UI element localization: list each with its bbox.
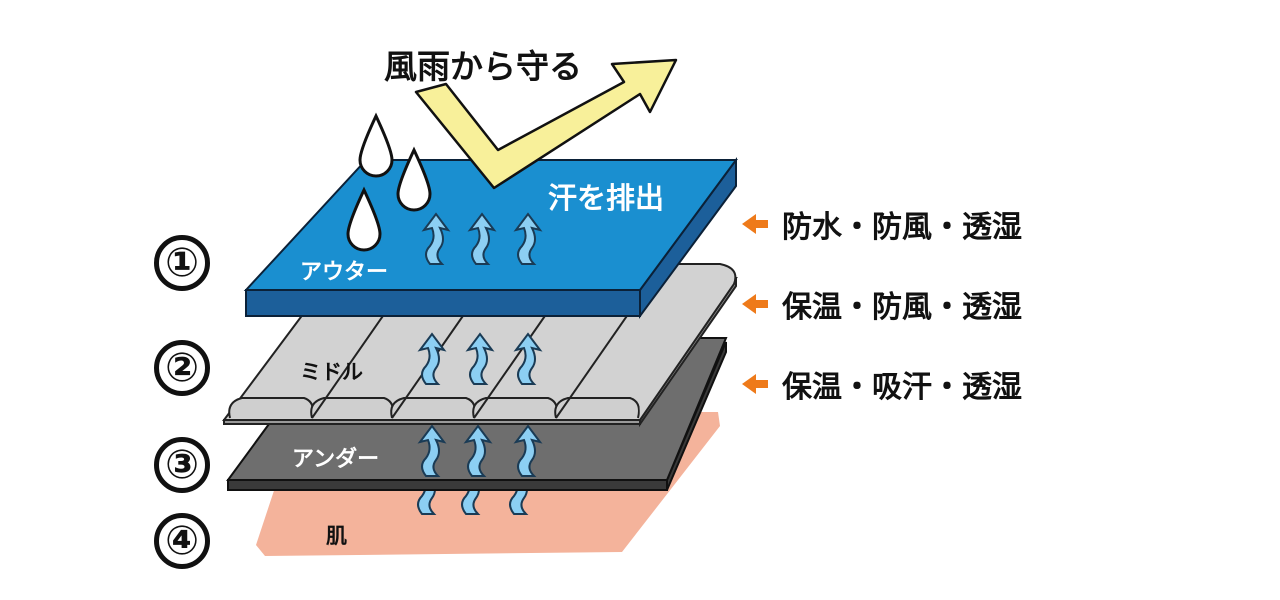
skin-label: 肌: [326, 524, 347, 548]
outer-layer-label: アウター: [300, 260, 389, 285]
arrow-left-icon: [742, 294, 756, 314]
under-layer-label: アンダー: [292, 447, 380, 472]
arrow-shaft: [756, 380, 768, 388]
under-property: 保温・吸汗・透湿: [742, 362, 1022, 406]
arrow-left-icon: [742, 374, 756, 394]
wind-rain-deflect-arrow: [414, 58, 678, 190]
arrow-shaft: [756, 300, 768, 308]
middle-property: 保温・防風・透湿: [742, 282, 1022, 326]
diagram-title: 風雨から守る: [384, 47, 582, 86]
layer-number-1: ①: [154, 235, 210, 291]
middle-property-text: 保温・防風・透湿: [782, 290, 1022, 325]
under-property-text: 保温・吸汗・透湿: [782, 370, 1022, 405]
layer-number-4: ④: [154, 513, 210, 569]
outer-property-text: 防水・防風・透湿: [782, 210, 1022, 245]
sweat-out-label: 汗を排出: [548, 181, 665, 215]
outer-property: 防水・防風・透湿: [742, 202, 1022, 246]
middle-layer-label: ミドル: [300, 360, 363, 384]
arrow-left-icon: [742, 214, 756, 234]
arrow-shaft: [756, 220, 768, 228]
layer-number-2: ②: [154, 340, 210, 396]
layer-number-3: ③: [154, 437, 210, 493]
raindrop-icon: [358, 114, 394, 178]
